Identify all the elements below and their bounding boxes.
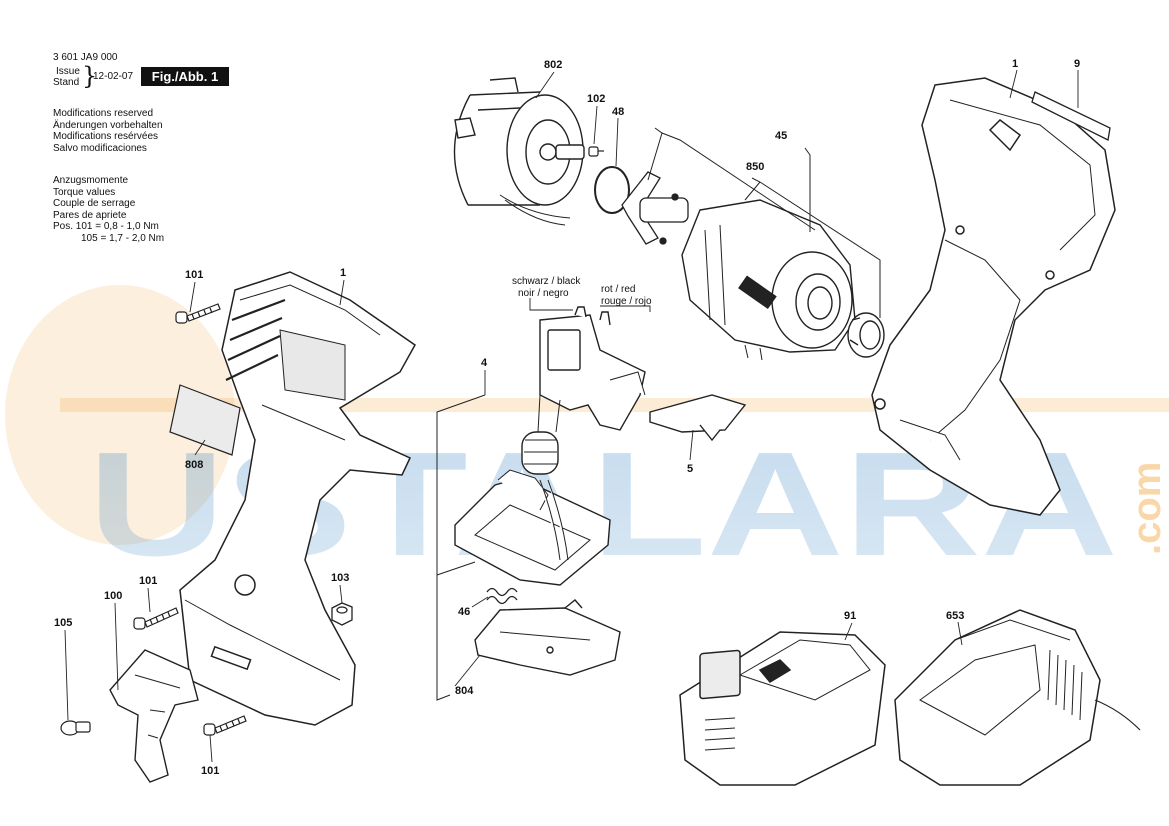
belt-clip-100 bbox=[109, 649, 199, 783]
nut-103 bbox=[331, 602, 353, 626]
issue-label: Issue bbox=[56, 66, 80, 77]
wire-label-black-2: noir / negro bbox=[518, 288, 569, 299]
screw-102 bbox=[588, 146, 604, 157]
leader-lines bbox=[64, 69, 1079, 763]
modifications-es: Salvo modificaciones bbox=[53, 142, 147, 154]
electronics-carrier bbox=[454, 469, 611, 586]
torque-title-es: Pares de apriete bbox=[53, 209, 127, 221]
part-label-1-right: 1 bbox=[1012, 58, 1018, 70]
torque-value-101: Pos. 101 = 0,8 - 1,0 Nm bbox=[53, 221, 159, 232]
stand-label: Stand bbox=[53, 77, 80, 88]
screw-101-top bbox=[175, 303, 221, 324]
figure-label: Fig./Abb. 1 bbox=[141, 67, 229, 86]
doc-number: 3 601 JA9 000 bbox=[53, 52, 118, 63]
part-label-802: 802 bbox=[544, 59, 562, 71]
wire-label-red-2: rouge / rojo bbox=[601, 296, 652, 307]
modifications-fr: Modifications resérvées bbox=[53, 131, 159, 142]
plate-5 bbox=[649, 394, 747, 442]
torque-title-en: Torque values bbox=[53, 186, 116, 198]
part-label-101-mid: 101 bbox=[139, 575, 157, 587]
part-label-9: 9 bbox=[1074, 58, 1080, 70]
screw-101-bottom bbox=[203, 715, 247, 736]
torque-title-de: Anzugsmomente bbox=[53, 175, 129, 186]
screw-105 bbox=[60, 720, 91, 736]
part-label-101-bottom: 101 bbox=[201, 765, 219, 777]
modifications-block: Modifications reserved Änderungen vorbeh… bbox=[53, 108, 163, 154]
part-label-91: 91 bbox=[844, 610, 856, 622]
housing-half-left bbox=[179, 271, 416, 726]
part-label-1-left: 1 bbox=[340, 267, 346, 279]
label-plate-9 bbox=[1031, 91, 1111, 141]
part-label-48: 48 bbox=[612, 106, 624, 118]
nameplate-808 bbox=[169, 384, 241, 456]
front-ring bbox=[847, 312, 885, 358]
wire-label-red-1: rot / red bbox=[601, 284, 635, 295]
part-label-103: 103 bbox=[331, 572, 349, 584]
charger-653 bbox=[894, 609, 1141, 786]
gear-housing-45 bbox=[681, 199, 856, 361]
torque-block: Anzugsmomente Torque values Couple de se… bbox=[53, 175, 164, 244]
modifications-en: Modifications reserved bbox=[53, 108, 154, 119]
part-label-4: 4 bbox=[481, 357, 488, 369]
part-label-804: 804 bbox=[455, 685, 474, 697]
housing-half-right bbox=[871, 77, 1116, 516]
torque-value-105: 105 = 1,7 - 2,0 Nm bbox=[81, 232, 165, 244]
part-label-105: 105 bbox=[54, 617, 72, 629]
motor-802 bbox=[453, 77, 585, 226]
brace-glyph: } bbox=[82, 62, 98, 90]
watermark-orange-swoosh bbox=[5, 285, 235, 545]
watermark-domain: .com bbox=[1125, 462, 1169, 555]
wire-label-black-1: schwarz / black bbox=[512, 276, 581, 287]
part-label-45: 45 bbox=[775, 130, 787, 142]
part-label-653: 653 bbox=[946, 610, 964, 622]
bracket-4-tie bbox=[436, 561, 476, 576]
modifications-de: Änderungen vorbehalten bbox=[53, 119, 163, 131]
issue-date: 12-02-07 bbox=[93, 71, 134, 82]
part-label-850: 850 bbox=[746, 161, 764, 173]
screw-101-mid bbox=[133, 607, 179, 630]
part-label-5: 5 bbox=[687, 463, 693, 475]
part-label-808: 808 bbox=[185, 459, 203, 471]
o-ring-48 bbox=[594, 166, 630, 214]
assembly-bracket-4 bbox=[436, 394, 486, 701]
part-label-102: 102 bbox=[587, 93, 605, 105]
assembly-bracket-45-850 bbox=[647, 127, 881, 318]
anvil-850 bbox=[621, 171, 689, 245]
part-label-100: 100 bbox=[104, 590, 122, 602]
torque-title-fr: Couple de serrage bbox=[53, 198, 136, 209]
switch-4 bbox=[521, 306, 646, 475]
battery-latch-804 bbox=[474, 599, 621, 676]
part-label-101-top: 101 bbox=[185, 269, 203, 281]
part-label-46: 46 bbox=[458, 606, 470, 618]
spring-46 bbox=[486, 587, 518, 605]
battery-91 bbox=[679, 631, 886, 786]
